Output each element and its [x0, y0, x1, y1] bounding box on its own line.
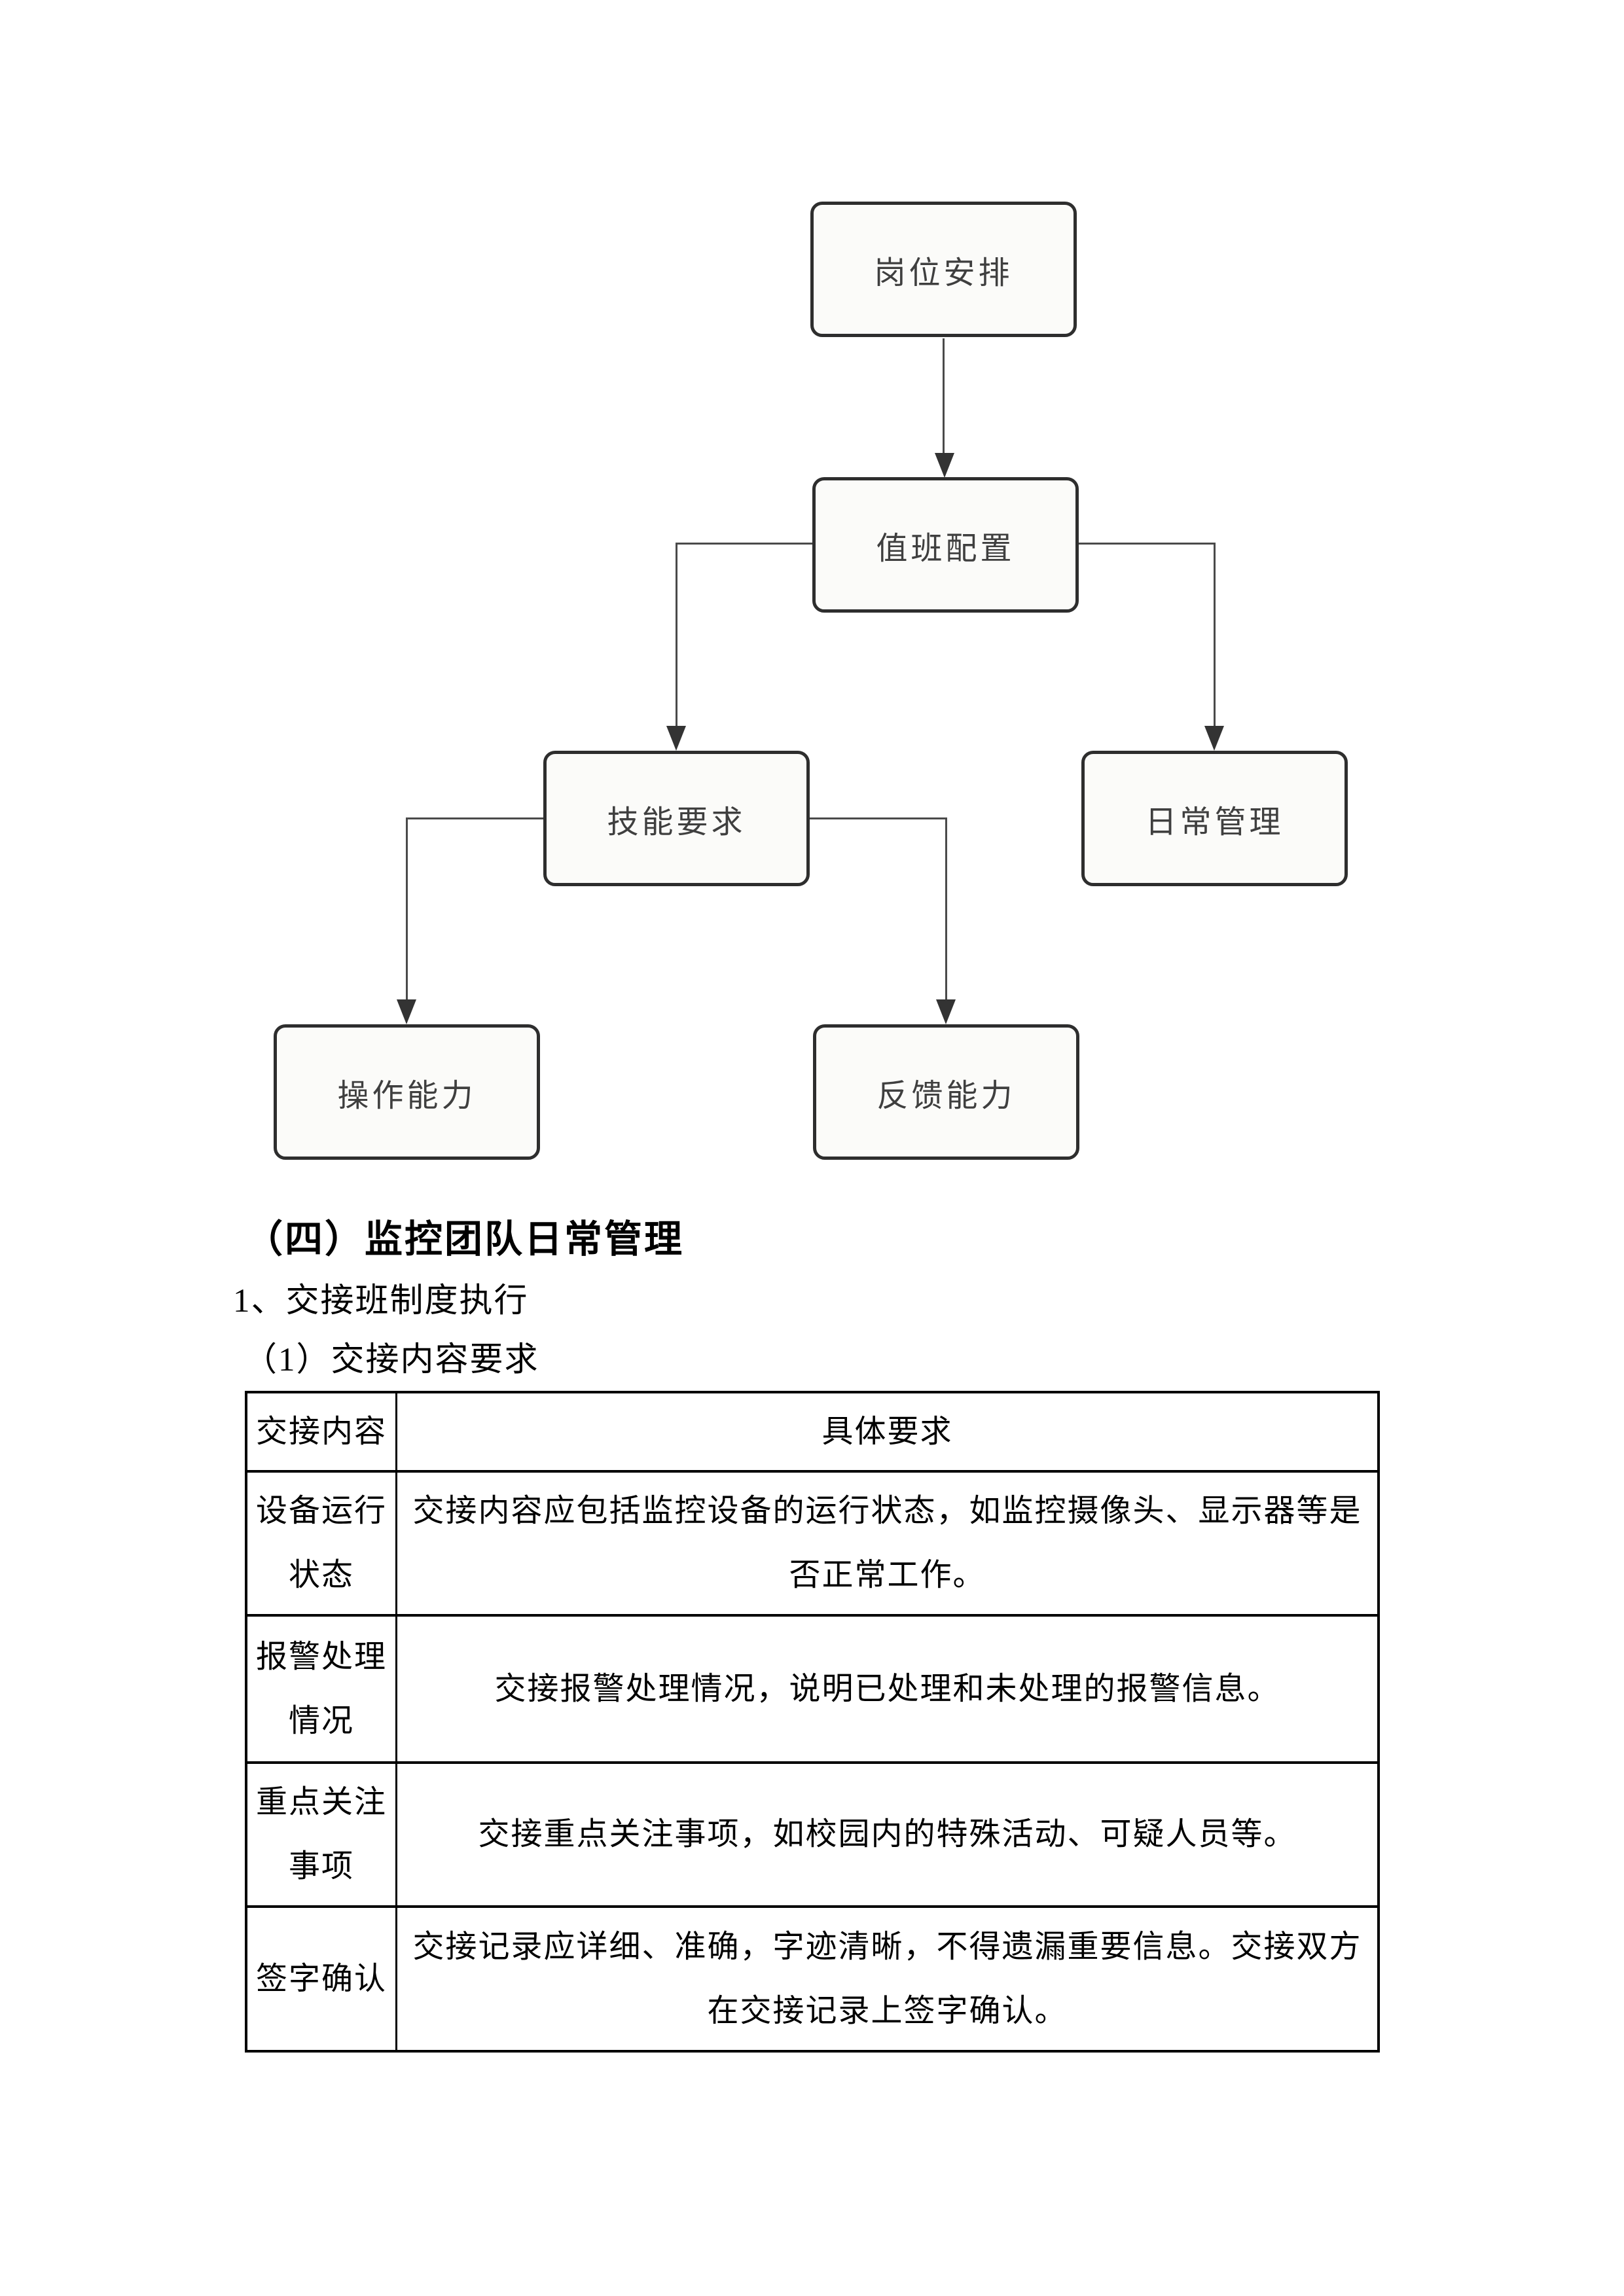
table-header-requirement: 具体要求 [397, 1393, 1377, 1470]
cell-text: 签字确认 [255, 1961, 387, 1996]
cell-text: 交接重点关注事项，如校园内的特殊活动、可疑人员等。 [478, 1817, 1297, 1852]
table-row: 重点关注事项 交接重点关注事项，如校园内的特殊活动、可疑人员等。 [247, 1761, 1377, 1905]
cell-text: 交接记录应详细、准确，字迹清晰，不得遗漏重要信息。交接双方在交接记录上签字确认。 [412, 1929, 1362, 2028]
cell-text: 重点关注事项 [255, 1785, 387, 1884]
table-row: 设备运行状态 交接内容应包括监控设备的运行状态，如监控摄像头、显示器等是否正常工… [247, 1470, 1377, 1614]
arrowhead-down-icon [666, 726, 686, 751]
header-label: 具体要求 [821, 1414, 953, 1449]
connector-line [406, 817, 408, 1001]
connector-line [810, 817, 947, 819]
flowchart-node-daily-management: 日常管理 [1081, 751, 1348, 886]
connector-line [676, 543, 677, 727]
table-row: 签字确认 交接记录应详细、准确，字迹清晰，不得遗漏重要信息。交接双方在交接记录上… [247, 1905, 1377, 2050]
sub-heading-1: 1、交接班制度执行 [233, 1283, 529, 1319]
cell-text: 设备运行状态 [255, 1494, 387, 1592]
cell-text: 交接报警处理情况，说明已处理和未处理的报警信息。 [494, 1671, 1280, 1706]
table-header-row: 交接内容 具体要求 [247, 1393, 1377, 1470]
connector-line [406, 817, 545, 819]
sub-heading-2: （1）交接内容要求 [244, 1342, 539, 1378]
flowchart-node-skill-requirements: 技能要求 [543, 751, 810, 886]
connector-line [1214, 543, 1216, 727]
section-heading: （四）监控团队日常管理 [245, 1218, 685, 1261]
table-row: 报警处理情况 交接报警处理情况，说明已处理和未处理的报警信息。 [247, 1614, 1377, 1761]
table-cell-item: 重点关注事项 [247, 1764, 397, 1905]
table-cell-requirement: 交接内容应包括监控设备的运行状态，如监控摄像头、显示器等是否正常工作。 [397, 1473, 1377, 1614]
flowchart-node-post-arrangement: 岗位安排 [810, 202, 1077, 337]
connector-line [676, 543, 814, 545]
table-cell-item: 设备运行状态 [247, 1473, 397, 1614]
table-cell-item: 报警处理情况 [247, 1617, 397, 1761]
cell-text: 报警处理情况 [255, 1639, 387, 1738]
arrowhead-down-icon [936, 999, 956, 1024]
table-cell-item: 签字确认 [247, 1908, 397, 2050]
cell-text: 交接内容应包括监控设备的运行状态，如监控摄像头、显示器等是否正常工作。 [412, 1494, 1362, 1592]
table-cell-requirement: 交接报警处理情况，说明已处理和未处理的报警信息。 [397, 1617, 1377, 1761]
connector-line [1079, 543, 1216, 545]
header-label: 交接内容 [255, 1414, 387, 1449]
arrowhead-down-icon [397, 999, 416, 1024]
connector-line [943, 338, 945, 456]
arrowhead-down-icon [1204, 726, 1224, 751]
table-cell-requirement: 交接重点关注事项，如校园内的特殊活动、可疑人员等。 [397, 1764, 1377, 1905]
handover-requirements-table: 交接内容 具体要求 设备运行状态 交接内容应包括监控设备的运行状态，如监控摄像头… [245, 1391, 1380, 2053]
flowchart-node-feedback-ability: 反馈能力 [813, 1024, 1079, 1160]
flowchart-node-duty-configuration: 值班配置 [812, 477, 1079, 613]
flowchart-node-operation-ability: 操作能力 [274, 1024, 540, 1160]
arrowhead-down-icon [935, 453, 954, 478]
table-header-item: 交接内容 [247, 1393, 397, 1470]
table-cell-requirement: 交接记录应详细、准确，字迹清晰，不得遗漏重要信息。交接双方在交接记录上签字确认。 [397, 1908, 1377, 2050]
connector-line [945, 817, 947, 1001]
